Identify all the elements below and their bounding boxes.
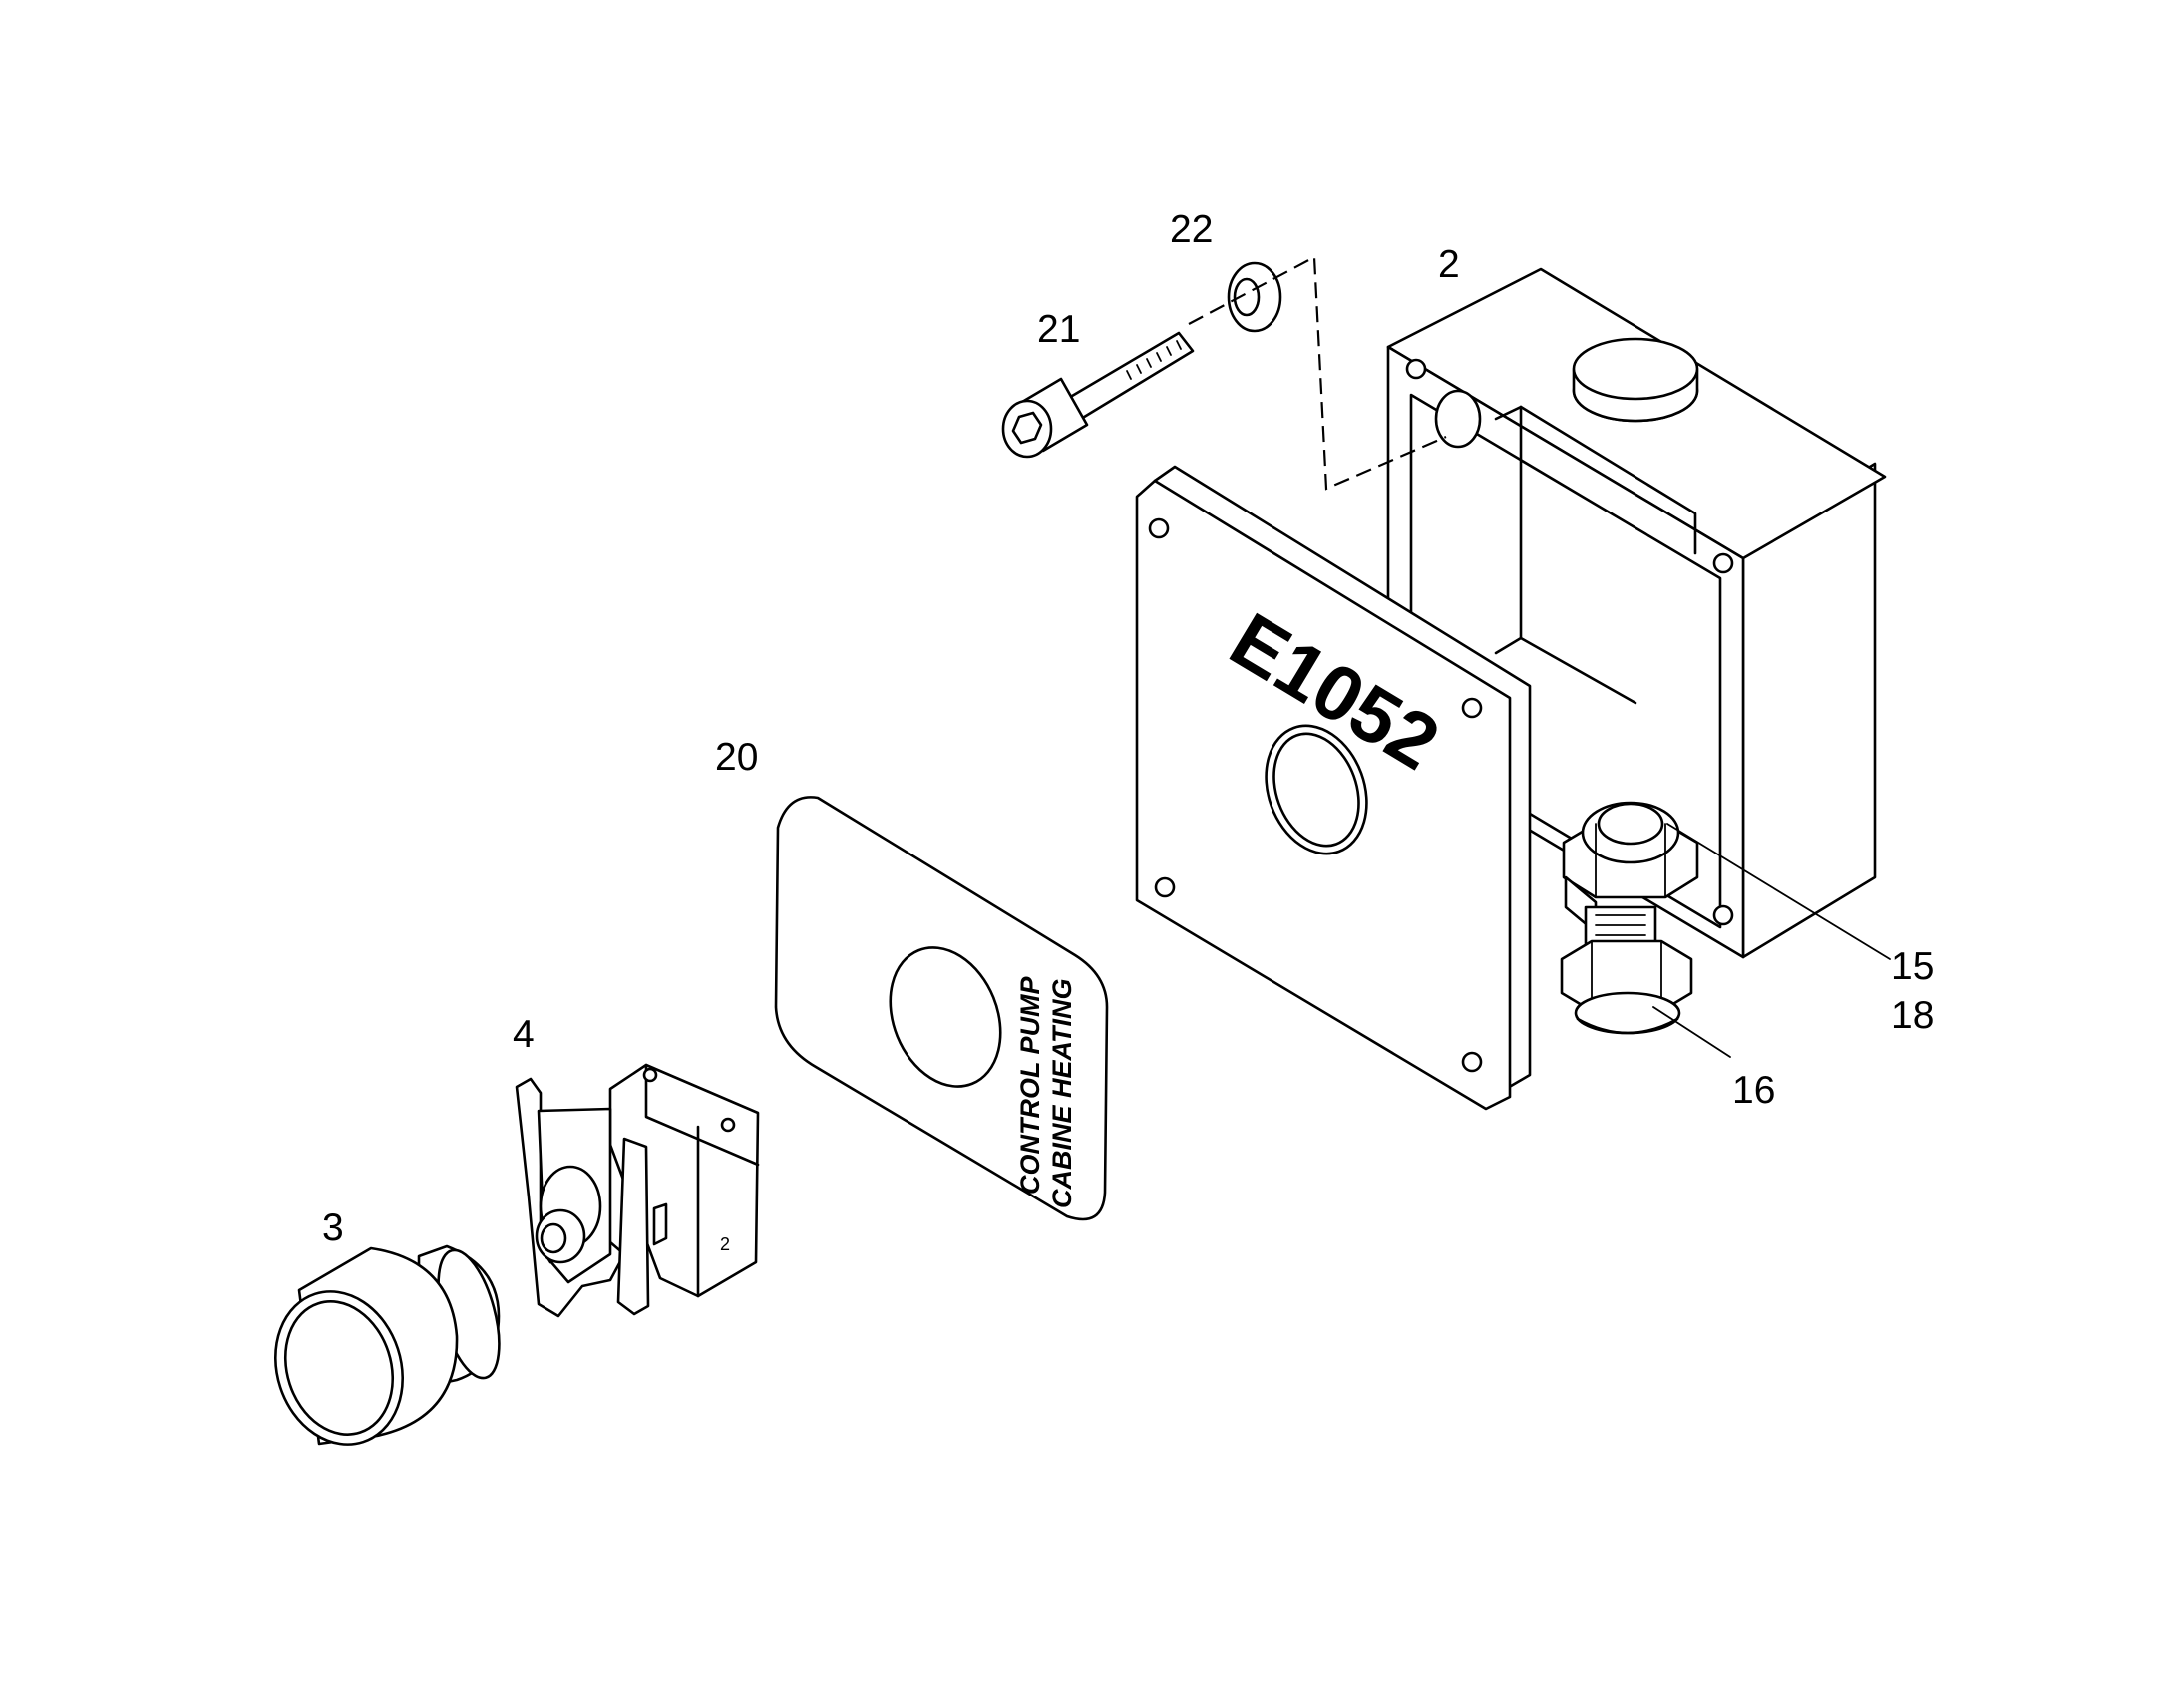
front-panel: E1052 [1135, 465, 1532, 1111]
cable-gland-upper [1562, 801, 1699, 899]
plate-text-line-2: CABINE HEATING [1047, 978, 1077, 1208]
callout-20: 20 [715, 736, 758, 779]
callout-4: 4 [513, 1013, 535, 1056]
label-plate: CONTROL PUMP CABINE HEATING [774, 796, 1109, 1221]
assembly-axis-line [1188, 255, 1447, 491]
leader-line-16 [1652, 1006, 1731, 1058]
enclosure-box [1386, 267, 1887, 959]
callout-2: 2 [1438, 243, 1460, 286]
cap-screw [1001, 331, 1195, 459]
callout-21: 21 [1037, 308, 1080, 351]
contact-mark-2: 2 [720, 1234, 730, 1254]
plate-text-line-1: CONTROL PUMP [1015, 976, 1045, 1195]
washer [1227, 261, 1282, 333]
callout-22: 22 [1170, 208, 1213, 251]
contact-block: 1 2 [515, 1063, 760, 1318]
leader-line-15 [1666, 823, 1891, 960]
push-button [273, 1244, 501, 1446]
callout-15: 15 [1891, 945, 1934, 988]
callout-16: 16 [1732, 1069, 1775, 1112]
callout-18: 18 [1891, 994, 1934, 1037]
callout-3: 3 [322, 1206, 344, 1249]
cable-gland-lower [1560, 939, 1693, 1035]
